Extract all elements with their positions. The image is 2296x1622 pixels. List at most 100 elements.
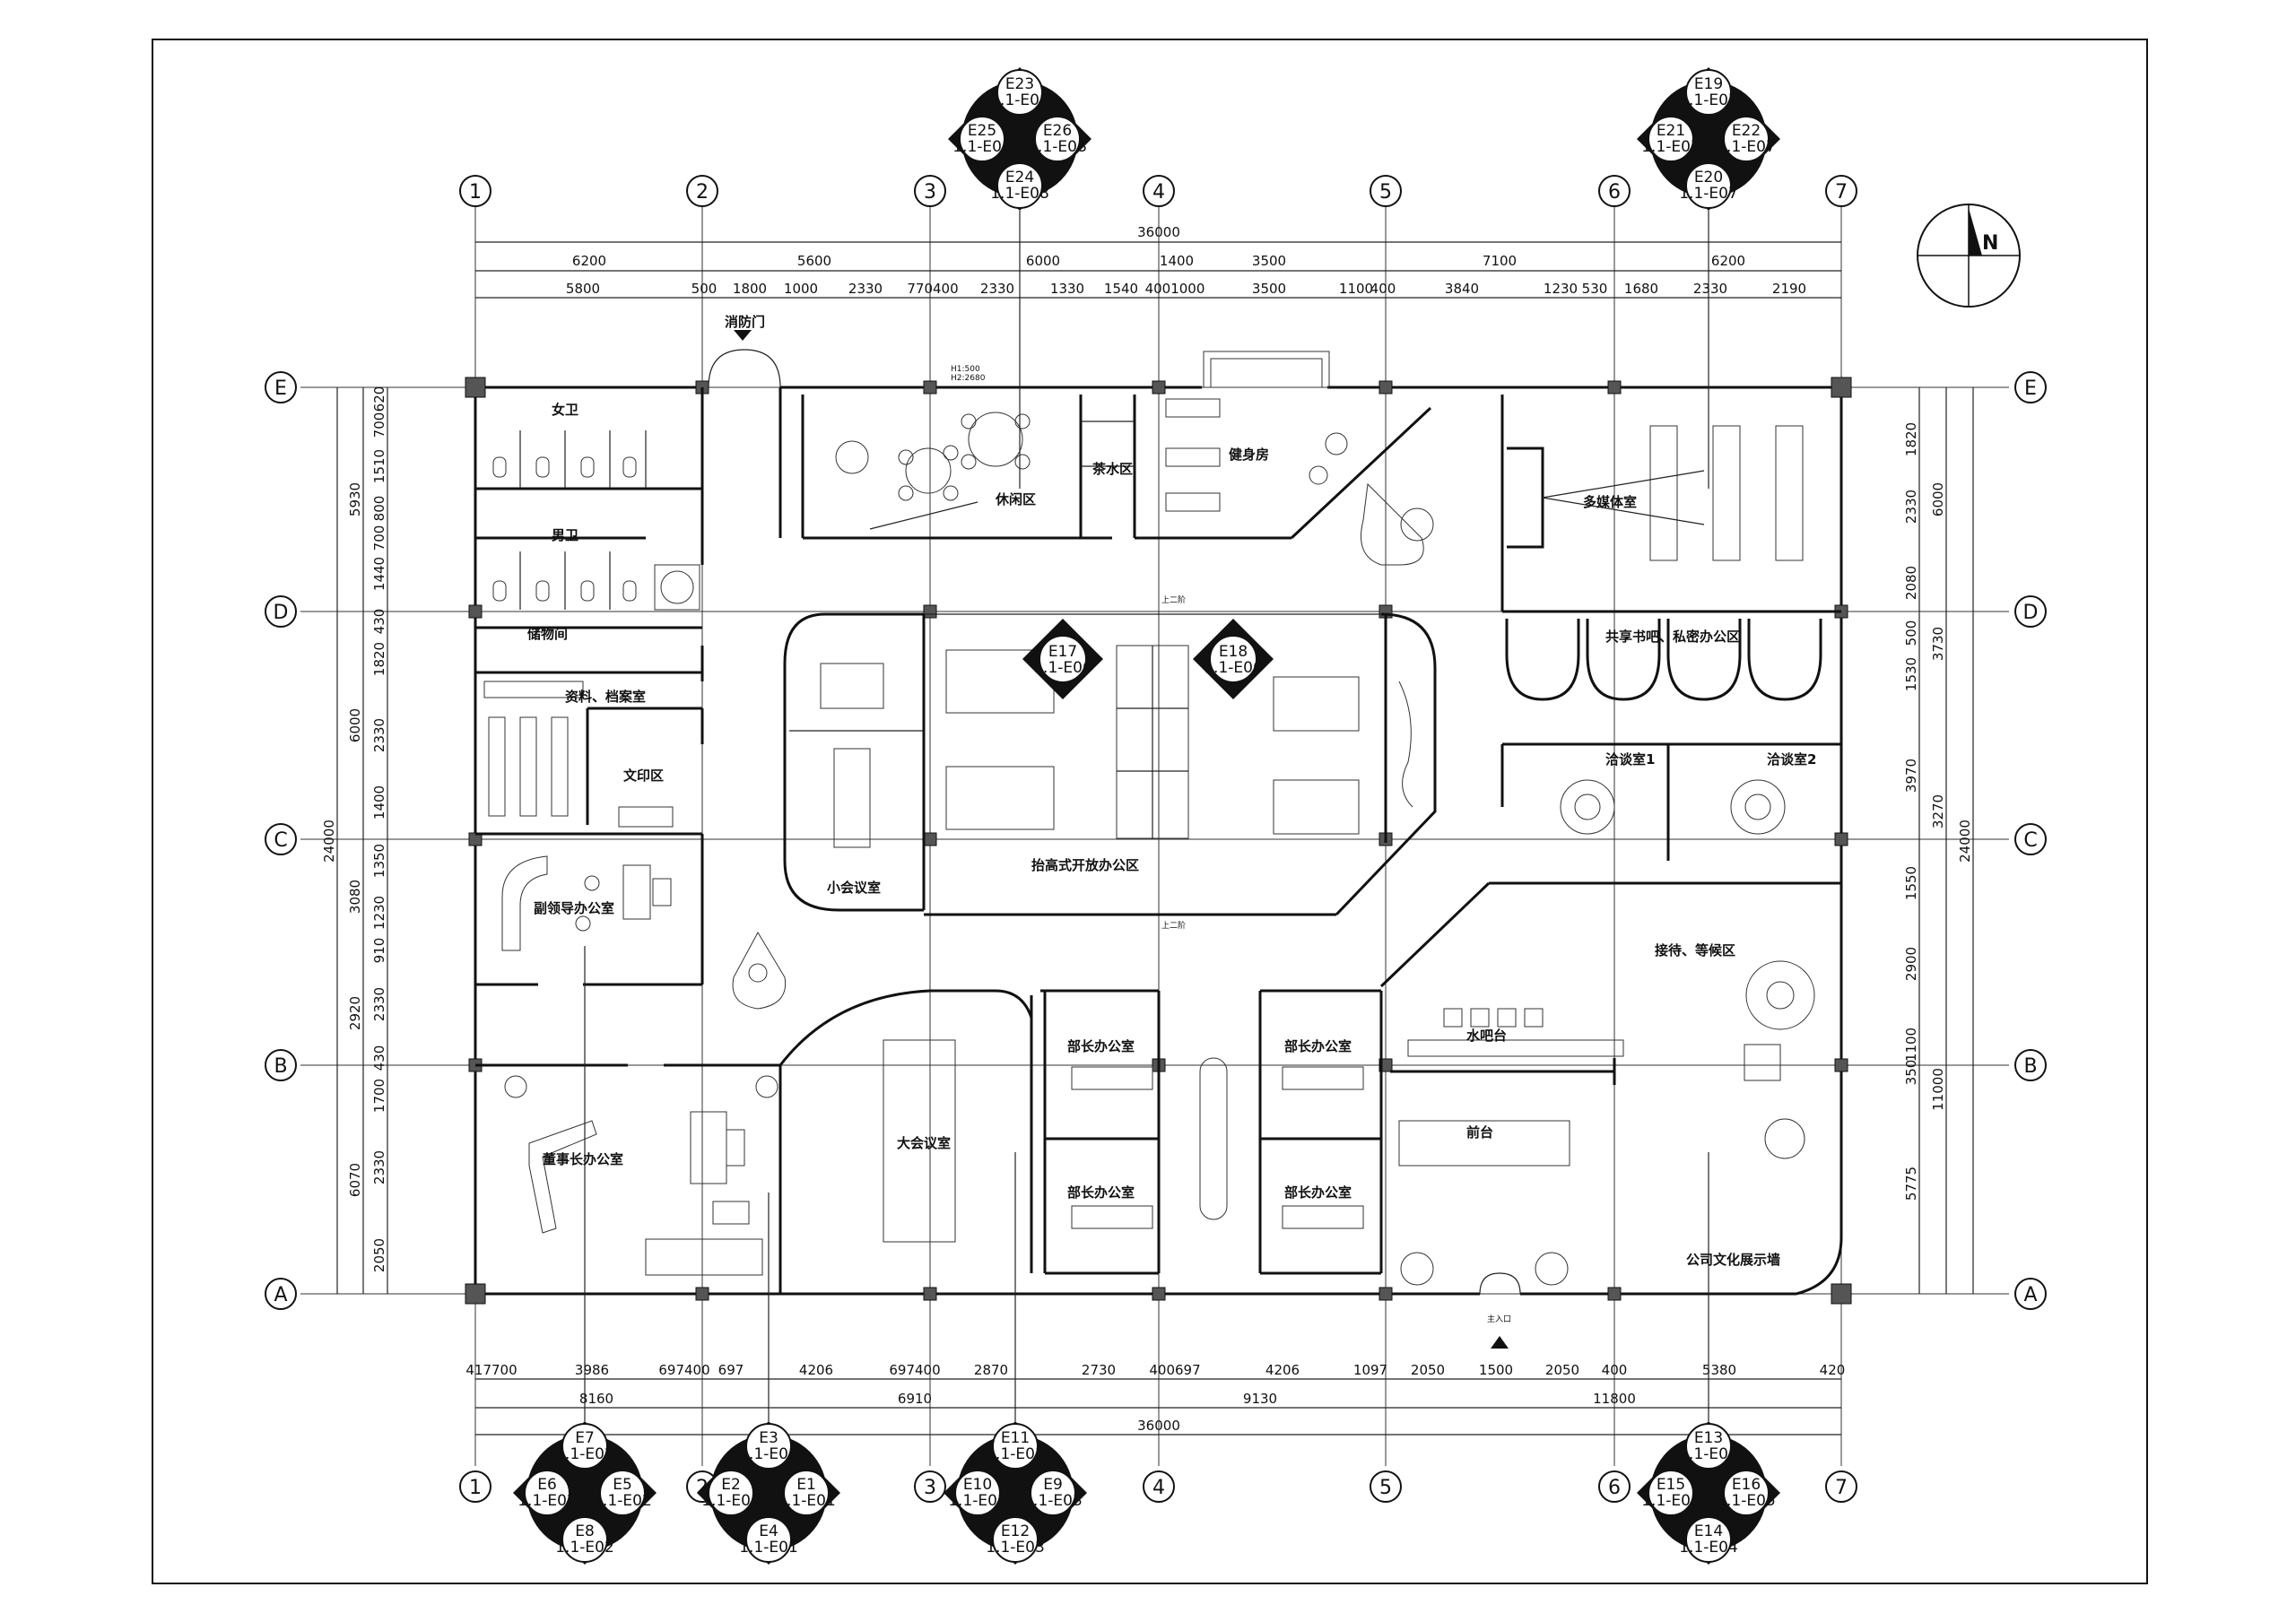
svg-text:1510: 1510 xyxy=(371,449,387,483)
label-gym: 健身房 xyxy=(1229,447,1269,463)
grid-col-5-top: 5 xyxy=(1379,181,1392,204)
svg-text:11800: 11800 xyxy=(1593,1391,1636,1407)
svg-text:E26: E26 xyxy=(1043,122,1072,140)
svg-text:1.1-E02: 1.1-E02 xyxy=(517,1492,577,1510)
label-big-meeting: 大会议室 xyxy=(897,1135,951,1151)
svg-text:1530: 1530 xyxy=(1903,657,1919,691)
grid-col-6-bottom: 6 xyxy=(1608,1477,1621,1499)
svg-text:1230: 1230 xyxy=(1544,281,1578,297)
svg-text:E10: E10 xyxy=(963,1476,992,1494)
svg-text:6200: 6200 xyxy=(572,253,606,269)
grid-row-c-left: C xyxy=(274,829,287,852)
svg-text:E20: E20 xyxy=(1694,169,1723,186)
svg-text:6200: 6200 xyxy=(1711,253,1745,269)
svg-text:1.1-E02: 1.1-E02 xyxy=(555,1539,614,1557)
svg-text:1820: 1820 xyxy=(1903,422,1919,456)
grid-col-6-top: 6 xyxy=(1608,181,1621,204)
svg-text:3730: 3730 xyxy=(1930,627,1946,661)
svg-text:1.1-E02: 1.1-E02 xyxy=(555,1445,614,1463)
svg-text:350: 350 xyxy=(1903,1060,1919,1086)
svg-text:1.1-E04: 1.1-E04 xyxy=(1679,1539,1738,1557)
grid-col-7-bottom: 7 xyxy=(1835,1477,1848,1499)
svg-text:2190: 2190 xyxy=(1772,281,1806,297)
label-lounge: 休闲区 xyxy=(995,491,1036,507)
vice-office-furniture xyxy=(501,855,672,951)
svg-text:2330: 2330 xyxy=(1903,490,1919,524)
label-main-entrance: 主入口 xyxy=(1487,1314,1511,1324)
svg-text:1.1-E07: 1.1-E07 xyxy=(1717,138,1776,156)
svg-text:910: 910 xyxy=(371,938,387,964)
svg-text:1.1-E06: 1.1-E06 xyxy=(1204,659,1263,677)
svg-text:1.1-E01: 1.1-E01 xyxy=(739,1539,798,1557)
svg-text:E19: E19 xyxy=(1694,75,1723,93)
svg-text:3270: 3270 xyxy=(1930,794,1946,828)
svg-text:1.1-E08: 1.1-E08 xyxy=(990,91,1049,109)
elevation-leader-lines xyxy=(584,211,1709,1421)
svg-text:530: 530 xyxy=(1582,281,1608,297)
svg-text:4206: 4206 xyxy=(1265,1362,1300,1378)
svg-text:697400: 697400 xyxy=(658,1362,709,1378)
label-water-bar: 水吧台 xyxy=(1466,1028,1507,1044)
open-office-desks xyxy=(945,645,1413,839)
svg-text:620: 620 xyxy=(371,386,387,412)
negotiation-walls xyxy=(1500,742,1841,861)
svg-text:E18: E18 xyxy=(1219,643,1248,661)
svg-text:1680: 1680 xyxy=(1624,281,1658,297)
svg-text:E16: E16 xyxy=(1732,1476,1761,1494)
left-dimensions: 24000 5930 6000 3080 2920 6070 620 700 1… xyxy=(321,386,388,1294)
svg-text:2330: 2330 xyxy=(848,281,883,297)
svg-text:700: 700 xyxy=(371,525,387,551)
svg-text:6000: 6000 xyxy=(1930,482,1946,516)
elevation-marker-mid-right: E18 1.1-E06 xyxy=(1193,619,1274,699)
grid-row-d-right: D xyxy=(2023,602,2039,624)
svg-text:3986: 3986 xyxy=(575,1362,609,1378)
svg-text:1.1-E07: 1.1-E07 xyxy=(1641,138,1700,156)
note-h1: H1:500 xyxy=(951,365,980,374)
svg-text:E5: E5 xyxy=(613,1476,632,1494)
svg-text:E22: E22 xyxy=(1732,122,1761,140)
svg-text:5775: 5775 xyxy=(1903,1167,1919,1201)
label-minister-office-1: 部长办公室 xyxy=(1067,1038,1135,1054)
label-shared-library: 共享书吧、私密办公区 xyxy=(1605,629,1740,645)
grid-bubbles-left: E D C B A xyxy=(265,371,297,1310)
label-minister-office-2: 部长办公室 xyxy=(1067,1184,1135,1201)
svg-text:2920: 2920 xyxy=(347,996,363,1030)
grid-bubbles-right: E D C B A xyxy=(2014,371,2047,1310)
grid-row-e-right: E xyxy=(2024,377,2037,400)
svg-text:400: 400 xyxy=(1602,1362,1628,1378)
svg-text:1.1-E03: 1.1-E03 xyxy=(986,1445,1045,1463)
svg-text:1.1-E08: 1.1-E08 xyxy=(990,185,1049,203)
svg-text:4001000: 4001000 xyxy=(1145,281,1205,297)
svg-text:1.1-E05: 1.1-E05 xyxy=(1641,1492,1700,1510)
elevation-marker-bottom-3: E11 1.1-E03 E10 1.1-E03 E9 1.1-E03 E12 1… xyxy=(944,1421,1087,1565)
svg-text:5600: 5600 xyxy=(797,253,831,269)
svg-text:1100: 1100 xyxy=(1903,1028,1919,1062)
north-arrow: N xyxy=(1917,204,2021,308)
small-meeting-table xyxy=(820,663,884,848)
svg-text:420: 420 xyxy=(1820,1362,1846,1378)
top-center-walls xyxy=(778,351,1432,540)
grid-row-c-right: C xyxy=(2023,829,2037,852)
svg-text:5800: 5800 xyxy=(566,281,600,297)
svg-text:3500: 3500 xyxy=(1252,253,1286,269)
svg-text:E21: E21 xyxy=(1657,122,1685,140)
label-womens-wc: 女卫 xyxy=(552,402,578,418)
svg-text:E6: E6 xyxy=(537,1476,557,1494)
svg-text:1330: 1330 xyxy=(1050,281,1084,297)
svg-text:2050: 2050 xyxy=(371,1238,387,1272)
dim-total-width-bottom: 36000 xyxy=(1137,1418,1180,1434)
svg-text:1.1-E03: 1.1-E03 xyxy=(1023,1492,1083,1510)
svg-text:3080: 3080 xyxy=(347,880,363,914)
archive-shelves xyxy=(483,681,674,828)
note-h2: H2:2680 xyxy=(951,374,986,383)
svg-text:1.1-E01: 1.1-E01 xyxy=(701,1492,761,1510)
plant-sculpture xyxy=(732,931,787,1010)
svg-text:1440: 1440 xyxy=(371,557,387,591)
grid-col-3-top: 3 xyxy=(924,181,936,204)
svg-text:9130: 9130 xyxy=(1243,1391,1277,1407)
grid-col-1-bottom: 1 xyxy=(469,1477,482,1499)
big-meeting-walls xyxy=(778,989,1033,1273)
grid-col-2-top: 2 xyxy=(696,181,709,204)
label-archive: 资料、档案室 xyxy=(565,689,646,705)
open-office-walls xyxy=(783,612,1437,916)
